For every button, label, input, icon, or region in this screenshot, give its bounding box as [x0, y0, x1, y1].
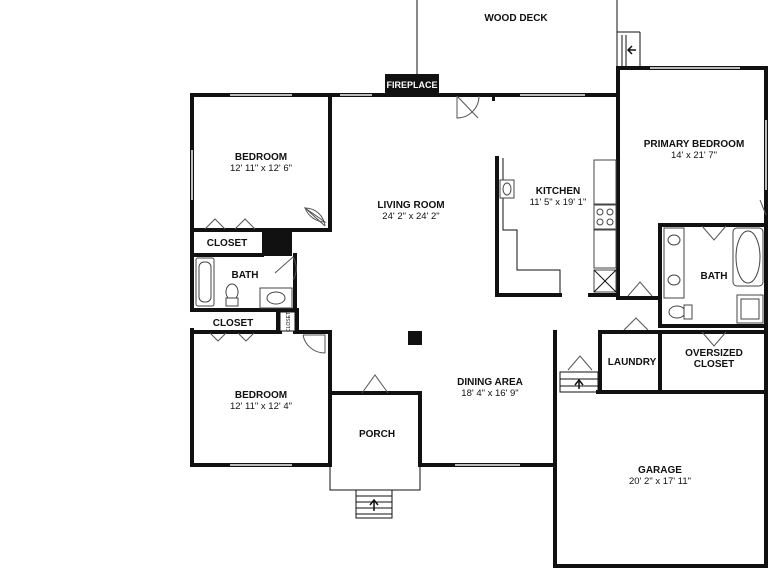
fixtures: CLOSET [195, 158, 764, 345]
stove-icon [593, 204, 617, 230]
bath-primary-label: BATH [700, 271, 727, 282]
windows [191, 67, 767, 466]
fireplace: FIREPLACE [385, 74, 439, 95]
bedroom-top-dims: 12' 11" x 12' 6" [230, 163, 292, 174]
wood-deck-label: WOOD DECK [484, 13, 548, 24]
garage-label: GARAGE [638, 465, 682, 476]
small-closet-label: CLOSET [286, 312, 292, 332]
oversized-closet-label-1: OVERSIZED [685, 348, 743, 359]
living-room-dims: 24' 2" x 24' 2" [382, 211, 439, 222]
dining-area-dims: 18' 4" x 16' 9" [461, 388, 518, 399]
bedroom-bottom-dims: 12' 11" x 12' 4" [230, 401, 292, 412]
closet-top-label: CLOSET [207, 238, 248, 249]
primary-bedroom-dims: 14' x 21' 7" [671, 150, 717, 161]
utility-block [262, 230, 292, 256]
wood-deck [416, 0, 641, 74]
garage-steps [559, 371, 599, 393]
deck-stairs-arrow-icon [621, 35, 636, 66]
primary-bedroom-label: PRIMARY BEDROOM [644, 139, 745, 150]
kitchen-label: KITCHEN [536, 186, 580, 197]
living-room-label: LIVING ROOM [377, 200, 444, 211]
column [408, 331, 422, 345]
laundry-label: LAUNDRY [608, 357, 657, 368]
oversized-closet-label-2: CLOSET [694, 359, 735, 370]
kitchen-dims: 11' 5" x 19' 1" [530, 197, 587, 208]
dining-area-label: DINING AREA [457, 377, 523, 388]
porch-label: PORCH [359, 429, 395, 440]
room-labels: WOOD DECK BEDROOM 12' 11" x 12' 6" LIVIN… [207, 13, 745, 487]
up-arrow-icon [369, 498, 379, 511]
bedroom-top-label: BEDROOM [235, 152, 287, 163]
bedroom-bottom-label: BEDROOM [235, 390, 287, 401]
bath-left-label: BATH [231, 270, 258, 281]
porch-stairs [329, 465, 421, 519]
garage-dims: 20' 2" x 17' 11" [629, 476, 691, 487]
toilet-icon [668, 305, 686, 319]
closet-mid-label: CLOSET [213, 318, 254, 329]
fireplace-label: FIREPLACE [386, 80, 437, 90]
up-arrow-icon [574, 378, 584, 389]
doors [204, 95, 767, 394]
